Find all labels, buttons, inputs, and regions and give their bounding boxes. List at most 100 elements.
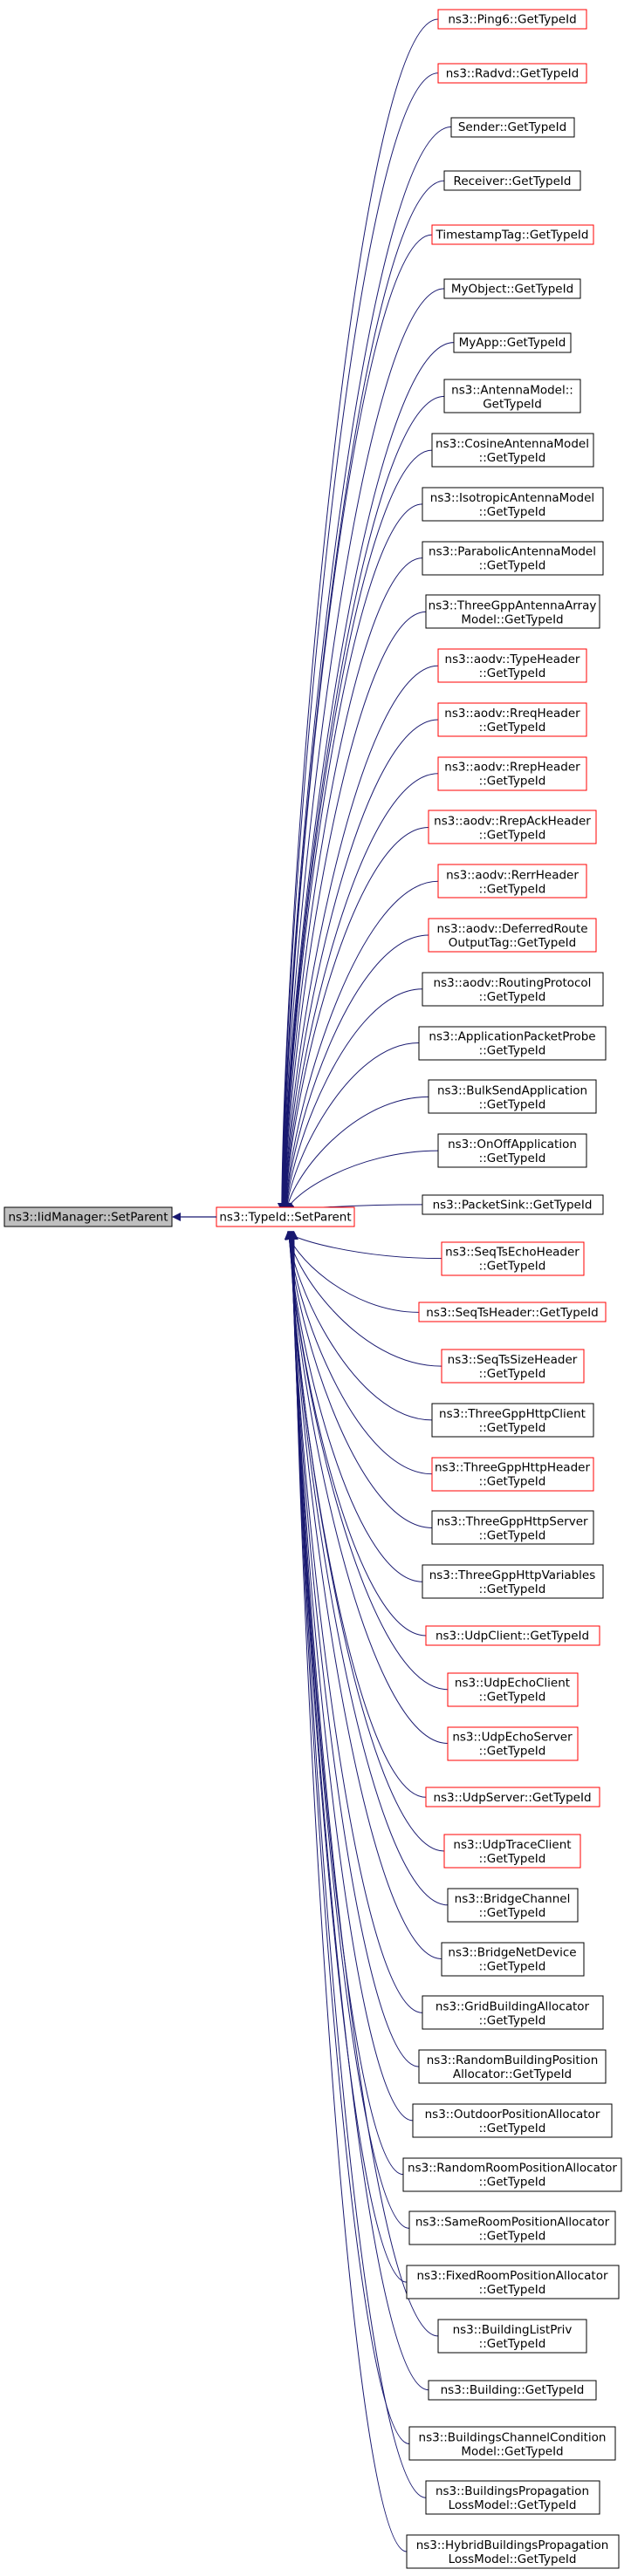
caller-node[interactable]: ns3::aodv::RoutingProtocol::GetTypeId [422,972,604,1007]
caller-node-label: ns3::ThreeGppHttpVariables [429,1568,596,1582]
caller-node[interactable]: ns3::UdpEchoClient::GetTypeId [447,1672,579,1707]
caller-edge [280,719,439,1212]
caller-node-label: ::GetTypeId [479,1151,546,1165]
caller-node[interactable]: ns3::OutdoorPositionAllocator::GetTypeId [412,2103,613,2138]
caller-node-label: ::GetTypeId [479,1421,546,1435]
caller-node-box [422,541,604,576]
caller-node[interactable]: ns3::CosineAntennaModel::GetTypeId [431,433,594,468]
caller-node-label: ::GetTypeId [479,1906,546,1920]
caller-node[interactable]: ns3::ThreeGppHttpHeader::GetTypeId [431,1457,594,1492]
caller-node[interactable]: ns3::ThreeGppHttpServer::GetTypeId [431,1510,594,1545]
caller-node[interactable]: ns3::PacketSink::GetTypeId [422,1194,604,1215]
caller-node-label: ::GetTypeId [479,1582,546,1596]
caller-edge [282,1042,420,1212]
caller-nodes: ns3::Ping6::GetTypeIdns3::Radvd::GetType… [402,9,622,2569]
caller-node-label: ns3::Radvd::GetTypeId [446,66,579,80]
caller-edge [289,1231,408,2552]
caller-node[interactable]: ns3::SeqTsSizeHeader::GetTypeId [441,1349,585,1384]
caller-node-label: ns3::SeqTsSizeHeader [448,1353,578,1367]
caller-node-label: ::GetTypeId [479,1260,546,1274]
caller-edge [287,1231,404,2176]
caller-node[interactable]: ns3::BridgeChannel::GetTypeId [447,1888,579,1923]
caller-node[interactable]: ns3::ThreeGppHttpClient::GetTypeId [431,1403,594,1438]
caller-node-label: ns3::UdpEchoClient [455,1677,570,1691]
caller-node-box [425,2480,600,2515]
caller-node-label: ::GetTypeId [479,505,546,519]
caller-node[interactable]: ns3::UdpTraceClient::GetTypeId [443,1834,581,1869]
caller-node[interactable]: ns3::ThreeGppAntennaArrayModel::GetTypeI… [425,594,600,629]
caller-node[interactable]: ns3::BuildingsChannelConditionModel::Get… [408,2426,616,2461]
caller-node-label: Sender::GetTypeId [458,120,566,134]
caller-node[interactable]: ns3::aodv::TypeHeader::GetTypeId [437,648,587,683]
caller-node[interactable]: ns3::UdpClient::GetTypeId [425,1625,600,1646]
caller-node-box [408,2210,616,2245]
caller-node-label: ::GetTypeId [479,1044,546,1058]
caller-node-box [447,1672,579,1707]
caller-node-label: ns3::aodv::RrepHeader [444,761,580,775]
caller-node[interactable]: ns3::aodv::DeferredRouteOutputTag::GetTy… [428,918,597,953]
caller-node[interactable]: ns3::SameRoomPositionAllocator::GetTypeI… [408,2210,616,2245]
caller-node-box [422,972,604,1007]
root-node[interactable]: ns3::IidManager::SetParent [3,1206,173,1227]
caller-node[interactable]: ns3::UdpEchoServer::GetTypeId [447,1726,579,1761]
caller-node-label: ns3::aodv::RerrHeader [446,868,579,882]
caller-node[interactable]: ns3::RandomBuildingPositionAllocator::Ge… [418,2049,607,2084]
caller-edge [282,988,423,1212]
caller-node[interactable]: ns3::BuildingsPropagationLossModel::GetT… [425,2480,600,2515]
caller-node-label: ns3::PacketSink::GetTypeId [433,1198,593,1212]
caller-node[interactable]: ns3::aodv::RrepHeader::GetTypeId [437,756,587,791]
caller-node-box [437,648,587,683]
caller-node-box [443,1834,581,1869]
caller-node[interactable]: MyObject::GetTypeId [443,278,581,299]
caller-node[interactable]: ns3::SeqTsEchoHeader::GetTypeId [441,1241,585,1276]
caller-node[interactable]: ns3::Ping6::GetTypeId [437,9,587,30]
caller-edge [289,1231,427,2498]
caller-node[interactable]: Sender::GetTypeId [450,117,575,138]
caller-node[interactable]: ns3::aodv::RrepAckHeader::GetTypeId [428,810,597,844]
caller-node-box [437,63,587,84]
caller-node[interactable]: ns3::UdpServer::GetTypeId [425,1787,600,1807]
caller-node-label: ns3::aodv::RoutingProtocol [434,976,592,990]
caller-node-box [418,2049,607,2084]
caller-node-box [431,433,594,468]
caller-node[interactable]: ns3::ThreeGppHttpVariables::GetTypeId [422,1564,604,1599]
caller-node-label: ns3::ThreeGppHttpHeader [435,1461,590,1475]
caller-node[interactable]: ns3::GridBuildingAllocator::GetTypeId [422,1995,604,2030]
caller-node-label: ns3::UdpEchoServer [452,1731,573,1745]
caller-node[interactable]: ns3::BulkSendApplication::GetTypeId [428,1079,597,1114]
caller-node[interactable]: ns3::ApplicationPacketProbe::GetTypeId [418,1026,607,1061]
caller-node[interactable]: ns3::BuildingListPriv::GetTypeId [437,2319,587,2354]
caller-node-box [450,117,575,138]
hub-node-label: ns3::TypeId::SetParent [219,1211,351,1225]
caller-node[interactable]: ns3::ParabolicAntennaModel::GetTypeId [422,541,604,576]
caller-edge [289,1231,429,2391]
caller-node-label: ns3::SeqTsHeader::GetTypeId [426,1306,598,1320]
caller-node[interactable]: ns3::BridgeNetDevice::GetTypeId [441,1942,585,1977]
caller-node-label: OutputTag::GetTypeId [449,936,576,950]
caller-node-box [422,1564,604,1599]
caller-node[interactable]: ns3::HybridBuildingsPropagationLossModel… [406,2534,620,2569]
caller-node[interactable]: ns3::OnOffApplication::GetTypeId [437,1133,587,1168]
hub-node[interactable]: ns3::TypeId::SetParent [216,1206,355,1227]
caller-node[interactable]: ns3::Building::GetTypeId [428,2380,597,2401]
caller-node-label: ::GetTypeId [479,1691,546,1705]
caller-node[interactable]: Receiver::GetTypeId [443,170,581,191]
caller-node[interactable]: ns3::Radvd::GetTypeId [437,63,587,84]
caller-node[interactable]: MyApp::GetTypeId [453,332,572,353]
caller-node[interactable]: ns3::aodv::RerrHeader::GetTypeId [437,864,587,899]
caller-node-box [422,1995,604,2030]
caller-node-box [412,2103,613,2138]
caller-node-label: ns3::aodv::RrepAckHeader [434,814,591,828]
caller-node[interactable]: ns3::AntennaModel::GetTypeId [443,379,581,413]
caller-node[interactable]: ns3::aodv::RreqHeader::GetTypeId [437,702,587,737]
caller-node-label: ns3::BuildingListPriv [453,2323,573,2337]
caller-node[interactable]: ns3::IsotropicAntennaModel::GetTypeId [422,487,604,522]
caller-node[interactable]: ns3::SeqTsHeader::GetTypeId [418,1302,607,1322]
caller-node[interactable]: ns3::RandomRoomPositionAllocator::GetTyp… [402,2157,622,2192]
caller-node-box [418,1302,607,1322]
caller-node-label: ::GetTypeId [479,1367,546,1381]
caller-node[interactable]: TimestampTag::GetTypeId [431,224,594,245]
caller-node-box [447,1726,579,1761]
caller-node[interactable]: ns3::FixedRoomPositionAllocator::GetType… [406,2265,620,2299]
